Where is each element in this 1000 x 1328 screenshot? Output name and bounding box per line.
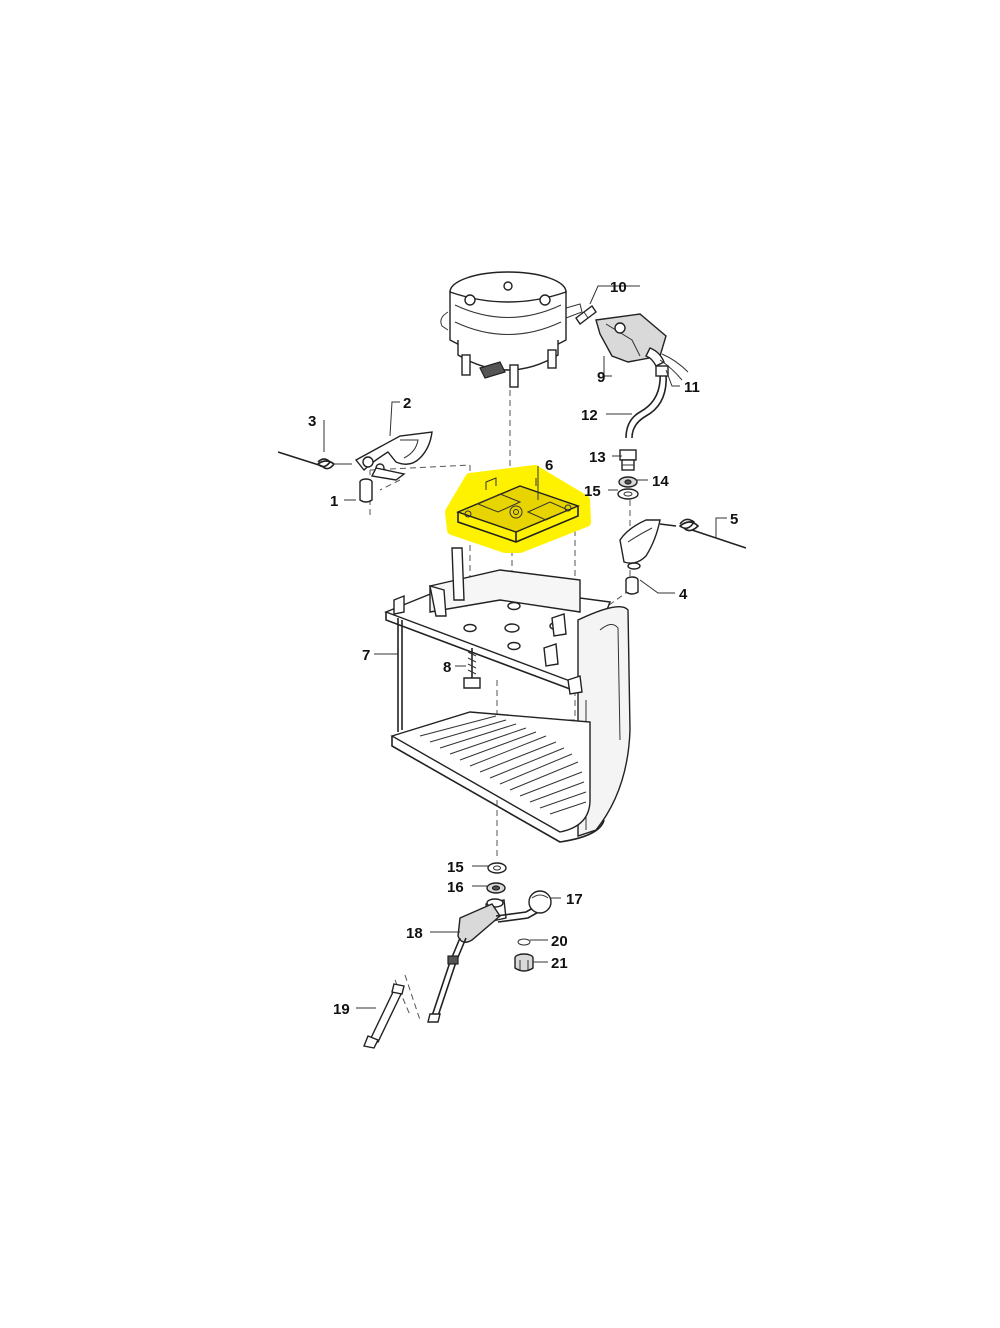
callout-19: 19 [333,1001,350,1018]
part-15-washer-bottom[interactable] [487,862,507,874]
callout-15-top: 15 [584,483,601,500]
part-2-lever[interactable] [354,431,433,481]
part-19-rod[interactable] [363,983,405,1049]
callout-3: 3 [308,413,316,430]
callout-15-bottom: 15 [447,859,464,876]
callout-labels: 10 9 11 12 13 14 15 3 2 1 6 5 4 7 8 15 1… [308,279,738,1018]
part-17-knob[interactable] [528,890,552,914]
callout-5: 5 [730,511,738,528]
part-3-spring[interactable] [277,451,352,470]
callout-10: 10 [610,279,627,296]
callout-7: 7 [362,647,370,664]
callout-1: 1 [330,493,338,510]
part-14-nut[interactable] [618,476,638,488]
part-12-tube[interactable] [625,365,669,439]
part-20-oring[interactable] [517,938,531,946]
callout-16: 16 [447,879,464,896]
callout-17: 17 [566,891,583,908]
part-4-lever[interactable] [619,519,677,595]
part-5-spring[interactable] [678,518,747,549]
part-21-nut[interactable] [514,953,534,972]
part-15-washer-top[interactable] [617,488,639,500]
callout-18: 18 [406,925,423,942]
part-1-pin[interactable] [359,478,373,503]
part-8-screw[interactable] [463,648,481,689]
part-10-fitting[interactable] [575,304,597,326]
callout-4: 4 [679,586,688,603]
callout-2: 2 [403,395,411,412]
callout-14: 14 [652,473,669,490]
part-11-wire[interactable] [659,353,689,381]
part-7-hopper[interactable] [384,547,631,843]
motor-assembly[interactable] [440,271,583,388]
part-16-bushing[interactable] [486,882,506,894]
callout-12: 12 [581,407,598,424]
callout-13: 13 [589,449,606,466]
callout-8: 8 [443,659,451,676]
callout-9: 9 [597,369,605,386]
callout-11: 11 [684,379,700,396]
callout-21: 21 [551,955,568,972]
part-9-bracket[interactable] [595,313,667,367]
callout-6: 6 [545,457,553,474]
part-13-connector[interactable] [619,449,637,471]
callout-20: 20 [551,933,568,950]
leader-lines [323,285,727,1009]
part-6-highlighted-plate[interactable] [445,465,591,553]
